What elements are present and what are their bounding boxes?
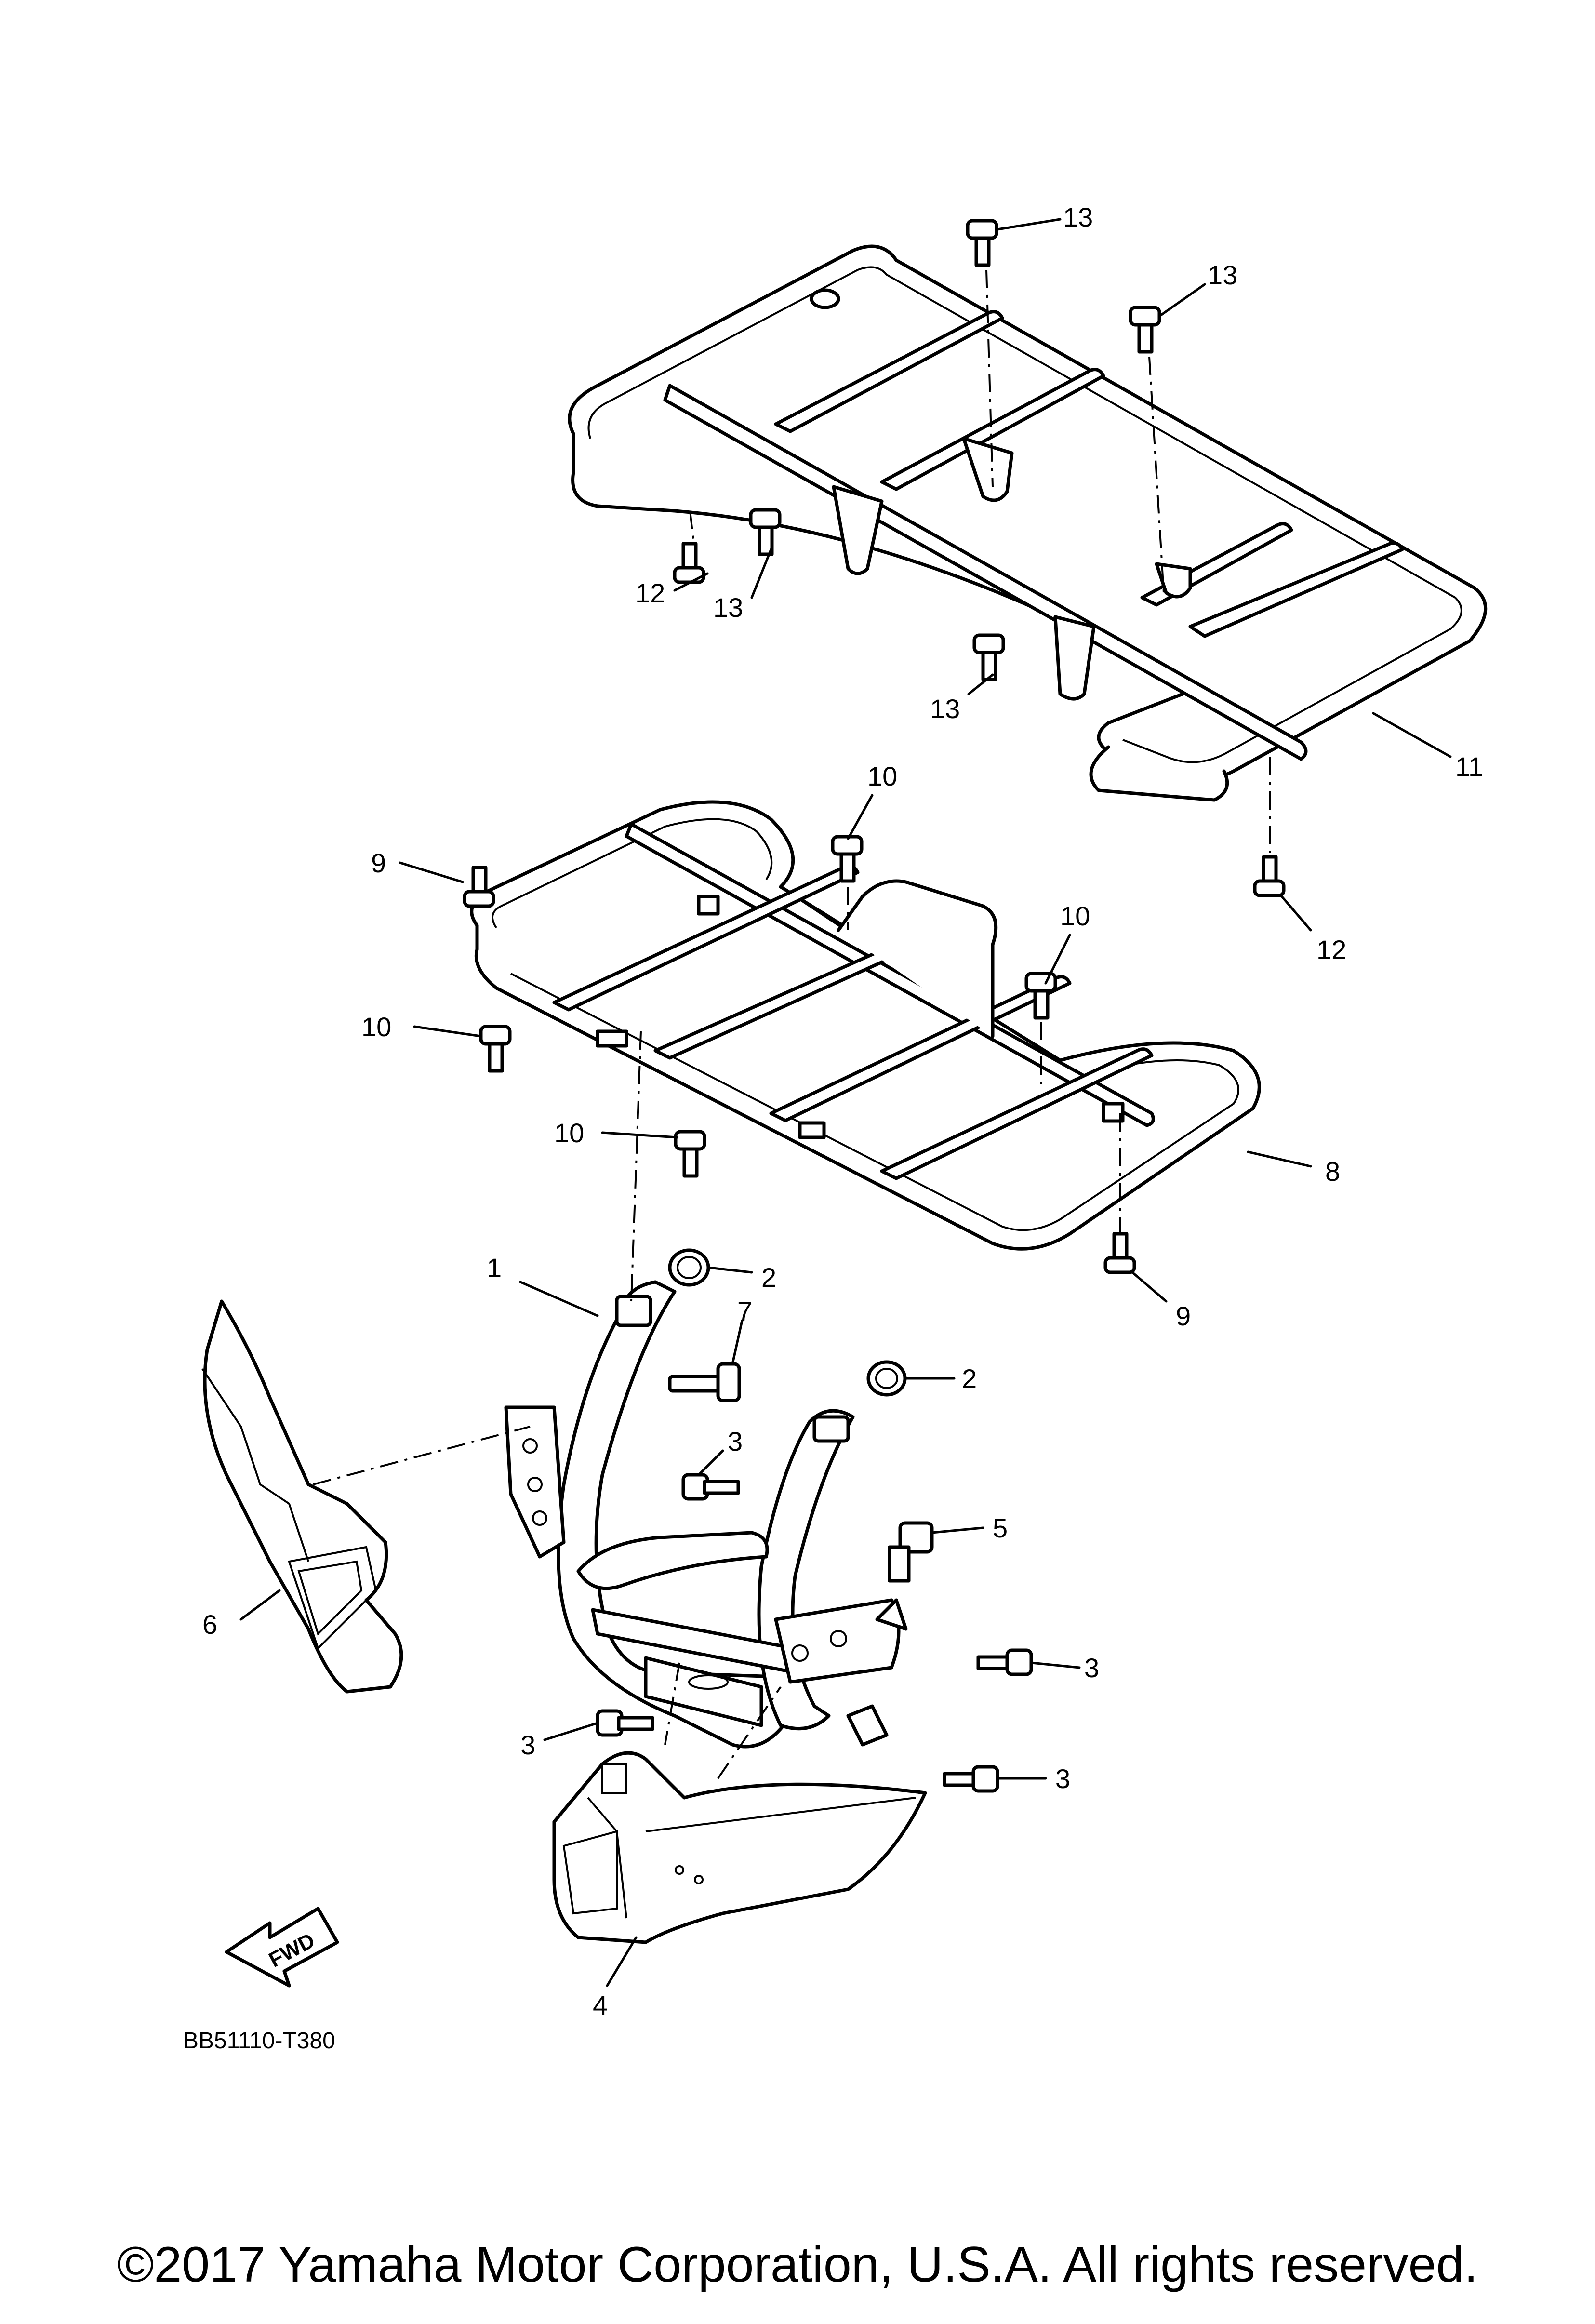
rear-carrier-part-8: [470, 800, 1261, 1251]
front-carrier-part-11: [568, 244, 1488, 802]
bolt-10-top: [831, 835, 864, 883]
bolt-10-left: [479, 1025, 512, 1073]
callout-labels: 13 13 12 13 13 11 12 9 10 10 10 10 8 9 1…: [202, 202, 1483, 2020]
callout-3-right-upper: 3: [1084, 1653, 1099, 1683]
bolt-3-upper: [681, 1473, 740, 1501]
cap-2-lower: [866, 1360, 907, 1397]
callout-10-right: 10: [1060, 901, 1090, 931]
guard-frame-part-1: [504, 1280, 908, 1749]
callout-13-right: 13: [1208, 260, 1237, 290]
bolt-3-right-lower: [943, 1765, 999, 1793]
drawing-code: BB51110-T380: [183, 2028, 335, 2054]
bolt-13-lower: [972, 633, 1005, 681]
callout-6: 6: [202, 1609, 217, 1640]
bolt-13-left: [749, 508, 782, 556]
bolt-13-right: [1129, 306, 1161, 354]
callout-11: 11: [1455, 751, 1483, 782]
bolt-3-left-lower: [596, 1709, 654, 1737]
callout-3-upper: 3: [728, 1426, 743, 1456]
callout-13-left: 13: [713, 592, 743, 623]
bolt-10-center: [674, 1130, 706, 1178]
fwd-arrow-icon: FWD: [225, 1907, 339, 1988]
leader-lines: [239, 218, 1452, 1987]
callout-7: 7: [737, 1296, 752, 1326]
callout-9-right: 9: [1176, 1301, 1191, 1331]
callout-1: 1: [487, 1253, 502, 1283]
callout-9-left: 9: [371, 848, 386, 878]
bolt-13-top: [966, 219, 998, 267]
callout-10-left: 10: [361, 1012, 391, 1042]
lower-guard-part-4: [552, 1751, 927, 1944]
callout-13-top: 13: [1063, 202, 1093, 232]
callout-3-left-lower: 3: [520, 1730, 535, 1760]
callout-13-lower: 13: [930, 694, 960, 724]
bolt-5: [888, 1521, 934, 1583]
bolt-9-left: [463, 866, 495, 908]
callout-10-center: 10: [554, 1118, 584, 1148]
callout-12-left: 12: [635, 578, 665, 608]
alignment-lines: [313, 269, 1271, 1779]
callout-10-top: 10: [867, 761, 897, 791]
callout-8: 8: [1325, 1156, 1340, 1187]
callout-5: 5: [993, 1513, 1008, 1543]
copyright-notice: ©2017 Yamaha Motor Corporation, U.S.A. A…: [117, 2237, 1478, 2293]
callout-3-right-lower: 3: [1055, 1763, 1070, 1794]
callout-2-lower: 2: [962, 1363, 977, 1394]
cap-2-upper: [668, 1248, 710, 1287]
bolt-9-right: [1103, 1232, 1136, 1274]
callout-4: 4: [593, 1990, 608, 2020]
side-guard-part-6: [201, 1299, 403, 1694]
bolt-7: [668, 1362, 741, 1402]
callout-2-upper: 2: [761, 1262, 776, 1293]
bolt-12-right: [1253, 855, 1286, 897]
callout-12-right: 12: [1316, 935, 1346, 965]
bolt-3-right-upper: [976, 1648, 1033, 1676]
